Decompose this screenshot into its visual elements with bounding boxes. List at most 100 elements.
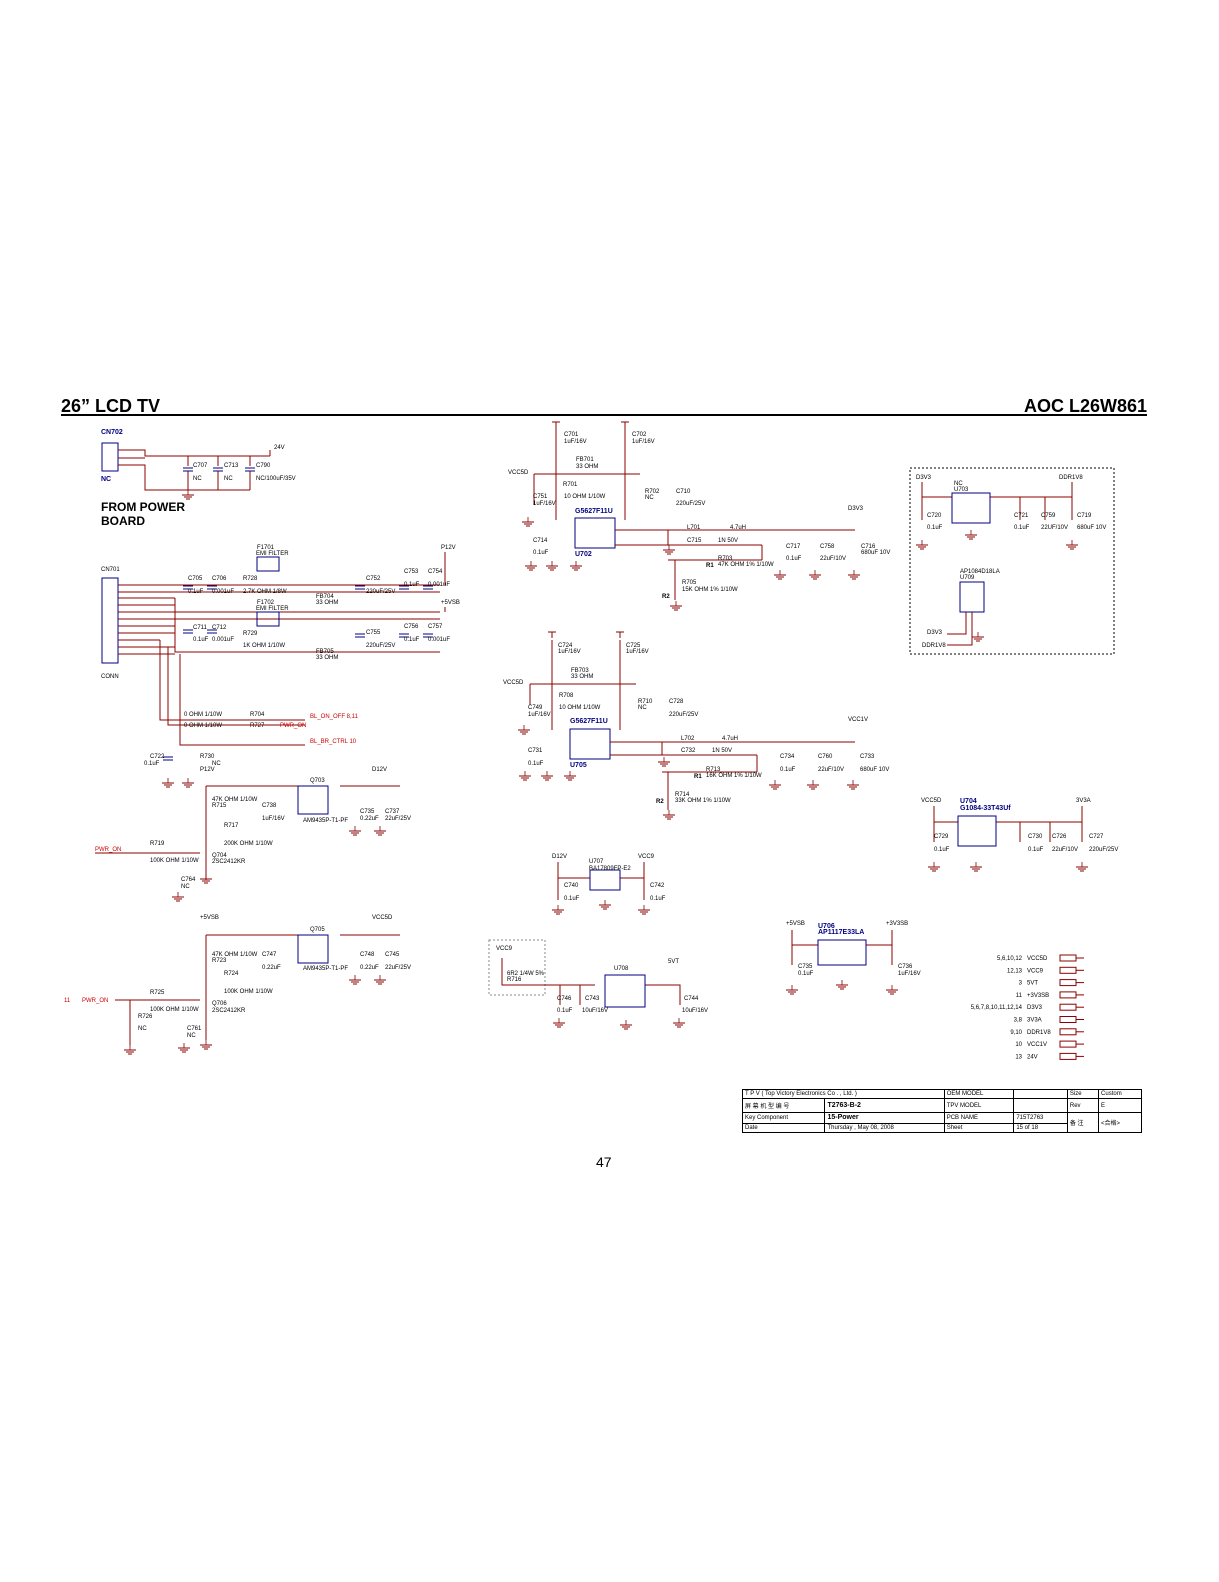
r710-label: R710	[638, 699, 653, 705]
page-number: 47	[596, 1154, 612, 1170]
r730-label: R730	[200, 754, 215, 760]
c707-value: NC	[193, 476, 202, 482]
c737-label: C737	[385, 809, 400, 815]
net-5vsb-c: +5VSB	[786, 921, 805, 927]
c740-value: 0.1uF	[564, 896, 580, 902]
u704-value: G1084-33T43Uf	[960, 805, 1011, 812]
r729-label: R729	[243, 631, 258, 637]
r714-label: R714	[675, 792, 690, 798]
c713-label: C713	[224, 463, 239, 469]
c753-label: C753	[404, 569, 419, 575]
q704-label: Q704	[212, 853, 227, 859]
c714-label: C714	[533, 538, 548, 544]
r724-label: R724	[224, 971, 239, 977]
c755-value: 220uF/25V	[366, 643, 395, 649]
c756-value: 0.1uF	[404, 637, 420, 643]
c735-value: 0.22uF	[360, 816, 379, 822]
c738-label: C738	[262, 803, 277, 809]
r715-value: 47K OHM 1/10W	[212, 797, 258, 803]
net-d3v3-c: D3V3	[927, 630, 943, 636]
c748-value: 0.22uF	[360, 965, 379, 971]
r701-value: 10 OHM 1/10W	[564, 494, 606, 500]
tb-note-value: <合格>	[1098, 1111, 1142, 1134]
fb703-value: 33 OHM	[571, 674, 593, 680]
net-5vsb-b: +5VSB	[200, 915, 219, 921]
ap1084-label: AP1084D18LA	[960, 569, 1000, 575]
c732-value: 1N 50V	[712, 748, 732, 754]
r1-label-a: R1	[706, 563, 714, 569]
q704-value: 2SC2412KR	[212, 859, 246, 865]
r1-label-b: R1	[694, 774, 702, 780]
net-ddr1v8: DDR1V8	[1059, 475, 1083, 481]
r723-value: 47K OHM 1/10W	[212, 952, 258, 958]
c758-value: 22uF/10V	[820, 556, 846, 562]
c705-label: C705	[188, 576, 203, 582]
c744-label: C744	[684, 996, 699, 1002]
c790-value: NC/100uF/35V	[256, 476, 296, 482]
r703-label: R703	[718, 556, 733, 562]
pin-list-pins: 5,6,7,8,10,11,12,14	[971, 1005, 1023, 1011]
from-power-label: FROM POWER	[101, 500, 185, 514]
q705-block: +5VSB VCC5D Q705 AM9435P-T1-PF 47K OHM 1…	[64, 915, 411, 1055]
c745-label: C745	[385, 952, 400, 958]
r701-label: R701	[563, 482, 578, 488]
r723-label: R723	[212, 958, 227, 964]
board-label: BOARD	[101, 514, 145, 528]
u704-block: VCC5D 3V3A U704 G1084-33T43Uf C729 0.1uF…	[921, 798, 1118, 872]
c725-value: 1uF/16V	[626, 649, 649, 655]
fb705-label: FB705	[316, 649, 334, 655]
pin-list-pins: 9,10	[1010, 1030, 1022, 1036]
tb-sheet-value: 15 of 18	[1013, 1122, 1068, 1134]
c736-value: 1uF/16V	[898, 971, 921, 977]
c761-label: C761	[187, 1026, 202, 1032]
c755-label: C755	[366, 630, 381, 636]
c751-label: C751	[533, 494, 548, 500]
header-right-title: AOC L26W861	[1023, 396, 1147, 416]
c712-value: 0.001uF	[212, 637, 234, 643]
c761-value: NC	[187, 1033, 196, 1039]
c727-label: C727	[1089, 834, 1104, 840]
c733-label: C733	[860, 754, 875, 760]
c743-value: 10uF/16V	[582, 1008, 608, 1014]
emi2-label: EMI FILTER	[256, 606, 289, 612]
c720-value: 0.1uF	[927, 525, 943, 531]
l701-value: 4.7uH	[730, 525, 746, 531]
net-3v3a: 3V3A	[1076, 798, 1091, 804]
c715-value: 1N 50V	[718, 538, 738, 544]
header-left-title: 26” LCD TV	[61, 396, 161, 416]
c731-label: C731	[528, 748, 543, 754]
r726-value: NC	[138, 1026, 147, 1032]
c757-value: 0.001uF	[428, 637, 450, 643]
net-pwr-on-2: PWR_ON	[82, 998, 108, 1004]
c702-label: C702	[632, 432, 647, 438]
pin-list-port	[1059, 1028, 1077, 1036]
c733-value: 680uF 10V	[860, 767, 889, 773]
r719-value: 100K OHM 1/10W	[150, 858, 199, 864]
r705-label: R705	[682, 580, 697, 586]
pin-list-net: 24V	[1027, 1054, 1038, 1060]
tb-oem-value	[1013, 1088, 1068, 1100]
r728-label: R728	[243, 576, 258, 582]
c735b-label: C735	[798, 964, 813, 970]
pin-list-net: D3V3	[1027, 1005, 1043, 1011]
tb-rev-label: Rev	[1066, 1098, 1100, 1113]
tb-size-value: Custom	[1098, 1088, 1142, 1100]
r727-value: 0 OHM 1/10W	[184, 723, 222, 729]
pin-list-port	[1059, 979, 1077, 987]
c702-value: 1uF/16V	[632, 439, 655, 445]
q705-value: AM9435P-T1-PF	[303, 966, 348, 972]
c735b-value: 0.1uF	[798, 971, 814, 977]
r713-label: R713	[706, 767, 721, 773]
tb-rev-value: E	[1098, 1098, 1142, 1113]
c725-label: C725	[626, 643, 641, 649]
u705-block: C724 1uF/16V C725 1uF/16V FB703 33 OHM V…	[503, 631, 889, 820]
u703-label: U703	[954, 487, 969, 493]
c752-value: 220uF/25V	[366, 589, 395, 595]
r703-value: 47K OHM 1% 1/10W	[718, 562, 774, 568]
c729-value: 0.1uF	[934, 847, 950, 853]
tb-key-value: 15-Power	[824, 1111, 945, 1124]
c706-value: 0.001uF	[212, 589, 234, 595]
pin-list-port	[1059, 991, 1077, 999]
